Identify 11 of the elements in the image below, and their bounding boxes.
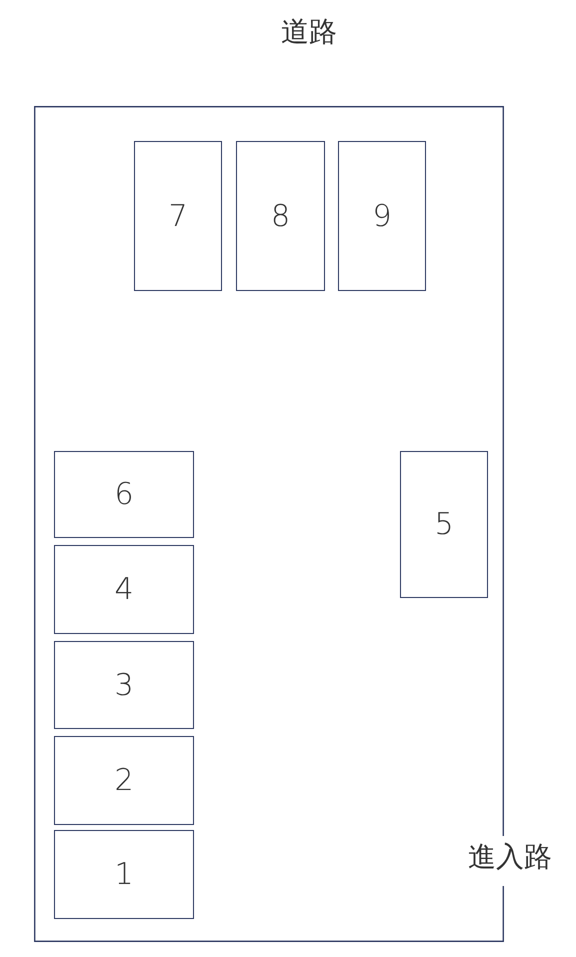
parking-space: 1 xyxy=(54,830,194,919)
parking-space: 7 xyxy=(134,141,222,291)
parking-space: 8 xyxy=(236,141,325,291)
parking-space: 4 xyxy=(54,545,194,634)
parking-space: 6 xyxy=(54,451,194,538)
parking-space: 5 xyxy=(400,451,488,598)
entrance-label: 進入路 xyxy=(468,839,552,875)
parking-space: 2 xyxy=(54,736,194,825)
parking-space: 9 xyxy=(338,141,426,291)
parking-space: 3 xyxy=(54,641,194,729)
road-label: 道路 xyxy=(281,14,337,50)
